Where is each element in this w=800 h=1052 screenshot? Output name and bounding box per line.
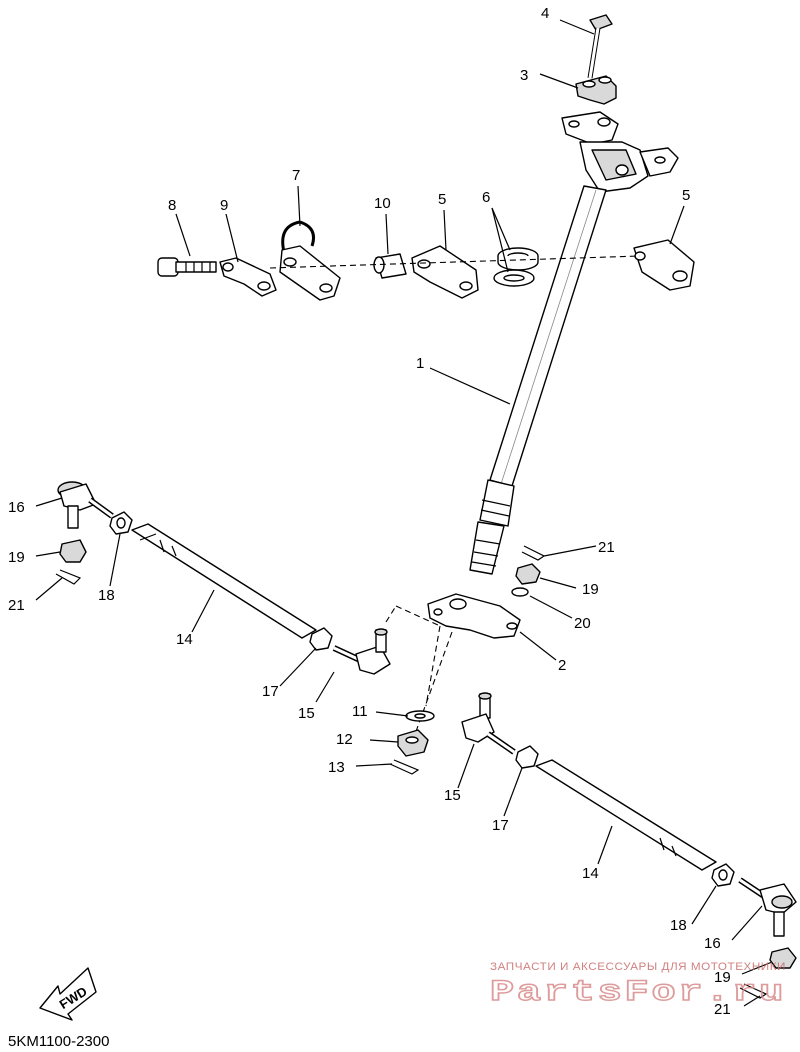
callout-14-right: 14	[582, 865, 599, 882]
leader-lines	[35, 19, 773, 1007]
part-8-bolt	[157, 257, 217, 277]
callout-13: 13	[328, 759, 345, 776]
part-12-nut	[397, 729, 429, 757]
callout-1: 1	[416, 355, 424, 372]
watermark: ЗАПЧАСТИ И АКСЕССУАРЫ ДЛЯ МОТОТЕХНИКИ Pa…	[489, 961, 786, 1011]
part-19-nut-center	[515, 563, 541, 585]
callout-19-left: 19	[8, 549, 25, 566]
callout-7: 7	[292, 167, 300, 184]
part-18-nut-right	[711, 863, 735, 887]
callout-16-right: 16	[704, 935, 721, 952]
callout-19-center: 19	[582, 581, 599, 598]
callout-14-left: 14	[176, 631, 193, 648]
callout-21-left: 21	[8, 597, 25, 614]
callout-18-left: 18	[98, 587, 115, 604]
callout-15-left: 15	[298, 705, 315, 722]
callout-17-left: 17	[262, 683, 279, 700]
diagram-code: 5KM1100-2300	[8, 1033, 109, 1050]
column-upper-bracket	[561, 111, 679, 193]
watermark-tagline: ЗАПЧАСТИ И АКСЕССУАРЫ ДЛЯ МОТОТЕХНИКИ	[490, 961, 786, 973]
part-5-holder-right	[633, 239, 695, 291]
callout-5-right: 5	[682, 187, 690, 204]
fwd-arrow: FWD	[39, 967, 97, 1021]
part-11-washer	[405, 710, 435, 722]
callout-4: 4	[541, 5, 549, 22]
part-17-nut-left	[309, 627, 333, 651]
part-6-bushings	[493, 247, 539, 287]
part-16-tie-rod-end-left	[57, 481, 114, 529]
part-13-cotter-pin	[389, 759, 420, 775]
part-20-washer	[511, 587, 529, 597]
part-1-steering-column	[469, 185, 607, 575]
callout-3: 3	[520, 67, 528, 84]
callout-20: 20	[574, 615, 591, 632]
part-3-clamp-cap	[575, 75, 617, 105]
callout-19-right: 19	[714, 969, 731, 986]
callout-10: 10	[374, 195, 391, 212]
part-16-tie-rod-end-right	[738, 877, 797, 937]
part-21-cotter-pin-left	[55, 569, 82, 585]
part-15-tie-rod-end-right	[461, 692, 516, 755]
callout-9: 9	[220, 197, 228, 214]
part-2-pitman-arm	[427, 593, 521, 639]
callout-15-right: 15	[444, 787, 461, 804]
watermark-brand: PartsFor.ru	[490, 976, 786, 1010]
alignment-dash-lower	[385, 605, 453, 749]
part-21-cotter-pin-right	[739, 983, 768, 999]
part-18-nut-left	[109, 511, 133, 535]
callout-8: 8	[168, 197, 176, 214]
alignment-dash-upper	[269, 255, 641, 269]
part-15-tie-rod-end-left	[332, 628, 391, 675]
part-14-tie-rod-right	[535, 759, 717, 871]
part-4-bolt	[587, 14, 613, 79]
callout-17-right: 17	[492, 817, 509, 834]
callout-21-right: 21	[714, 1001, 731, 1018]
callout-2: 2	[558, 657, 566, 674]
callout-12: 12	[336, 731, 353, 748]
part-10-collar	[373, 253, 407, 279]
part-19-nut-left	[59, 539, 87, 563]
part-21-cotter-pin-center	[521, 545, 546, 561]
part-19-nut-right	[769, 947, 797, 969]
callout-21-center: 21	[598, 539, 615, 556]
part-14-tie-rod-left	[131, 523, 317, 639]
callout-11: 11	[352, 703, 368, 720]
callout-18-right: 18	[670, 917, 687, 934]
callout-16-left: 16	[8, 499, 25, 516]
part-17-nut-right	[515, 745, 539, 769]
part-5-holder-left	[411, 245, 479, 299]
part-7-bracket	[279, 220, 341, 301]
callout-numbers: 4 3 7 8 9 10 5 6 5 1 16 19 21 18 14 21 1…	[8, 5, 731, 1018]
callout-6: 6	[482, 189, 490, 206]
callout-5-left: 5	[438, 191, 446, 208]
part-9-lock-plate	[219, 257, 277, 297]
